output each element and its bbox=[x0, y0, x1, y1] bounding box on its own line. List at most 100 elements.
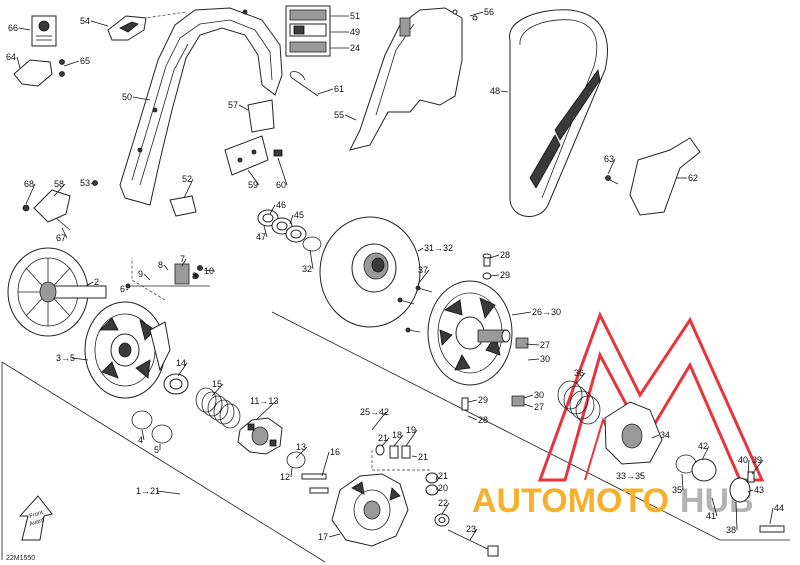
leader-line bbox=[238, 104, 249, 111]
leader-line bbox=[435, 475, 438, 481]
leader-line bbox=[711, 497, 718, 517]
callout-59: 59 bbox=[248, 180, 258, 190]
leader-line bbox=[467, 399, 478, 403]
bolt bbox=[273, 149, 283, 157]
callout-11: 11→13 bbox=[250, 396, 278, 406]
callout-61: 61 bbox=[334, 84, 344, 94]
leader-line bbox=[575, 372, 586, 385]
retaining-pin bbox=[289, 71, 319, 97]
callout-3: 3→5 bbox=[56, 353, 75, 363]
leader-line bbox=[417, 247, 424, 252]
callout-1: 1→21 bbox=[136, 486, 160, 496]
dashed-guide bbox=[371, 450, 430, 471]
nut bbox=[59, 71, 65, 77]
outer-cover bbox=[349, 7, 478, 151]
ring-4 bbox=[131, 410, 153, 430]
leader-line bbox=[523, 394, 534, 399]
warning-decal bbox=[31, 15, 57, 47]
callout-62: 62 bbox=[688, 173, 698, 183]
leader-lines bbox=[16, 11, 774, 541]
leader-line bbox=[295, 446, 308, 459]
callout-38: 38 bbox=[726, 525, 736, 535]
callout-19: 19 bbox=[406, 425, 416, 435]
callout-32: 32 bbox=[302, 264, 312, 274]
leader-line bbox=[747, 459, 750, 477]
retaining-ring bbox=[302, 236, 322, 252]
callout-49: 49 bbox=[350, 27, 360, 37]
leader-line bbox=[125, 288, 129, 291]
front-label: Front bbox=[29, 510, 44, 520]
callout-44: 44 bbox=[774, 503, 784, 513]
leader-line bbox=[181, 258, 187, 267]
callout-41: 41 bbox=[706, 511, 716, 521]
pivot-rod bbox=[125, 263, 210, 289]
washer bbox=[22, 204, 30, 212]
warning-label-box bbox=[285, 5, 331, 57]
callout-47: 47 bbox=[256, 232, 266, 242]
screw-shaft bbox=[55, 217, 71, 231]
leader-line bbox=[53, 183, 66, 197]
leader-line bbox=[525, 343, 540, 346]
callout-58: 58 bbox=[54, 179, 64, 189]
callout-40: 40 bbox=[738, 455, 748, 465]
ring-12 bbox=[286, 451, 306, 469]
callout-60: 60 bbox=[276, 180, 286, 190]
callout-48: 48 bbox=[490, 86, 500, 96]
bearing-38 bbox=[729, 477, 751, 503]
driven-spring bbox=[557, 380, 601, 425]
callout-36: 36 bbox=[574, 368, 584, 378]
sheave-screws bbox=[397, 285, 433, 333]
belt-guard-bracket bbox=[629, 137, 701, 216]
callout-30b: 30 bbox=[534, 390, 544, 400]
bolt-23 bbox=[447, 529, 495, 553]
leader-line bbox=[511, 311, 532, 316]
callout-26: 26→30 bbox=[532, 307, 561, 317]
callout-21b: 21 bbox=[418, 452, 428, 462]
leader-line bbox=[371, 411, 387, 431]
callout-54: 54 bbox=[80, 16, 90, 26]
driven-movable-sheave bbox=[427, 280, 513, 386]
leader-line bbox=[255, 400, 277, 421]
leader-line bbox=[63, 60, 80, 67]
leader-line bbox=[417, 269, 430, 285]
callout-16: 16 bbox=[330, 447, 340, 457]
driven-pulley-frame bbox=[271, 311, 790, 541]
drive-fixed-sheave bbox=[7, 247, 107, 337]
guard-clip bbox=[169, 195, 197, 217]
callout-2: 2 bbox=[94, 277, 99, 287]
washer-42 bbox=[691, 458, 717, 482]
callout-65: 65 bbox=[80, 56, 90, 66]
leader-line bbox=[143, 273, 151, 281]
callout-8a: 8 bbox=[158, 260, 163, 270]
callout-51: 51 bbox=[350, 11, 360, 21]
callout-7: 7 bbox=[180, 254, 185, 264]
callout-9: 9 bbox=[138, 269, 143, 279]
leader-line bbox=[263, 225, 268, 238]
leader-line bbox=[381, 437, 390, 447]
leader-line bbox=[269, 204, 276, 215]
leader-line bbox=[289, 214, 294, 225]
leader-line bbox=[317, 88, 334, 95]
leader-line bbox=[71, 357, 89, 361]
leader-line bbox=[132, 96, 151, 101]
callout-45: 45 bbox=[294, 210, 304, 220]
leader-line bbox=[405, 429, 418, 447]
drive-spring bbox=[195, 387, 241, 429]
callout-28b: 28 bbox=[478, 415, 488, 425]
drive-pulley-frame bbox=[1, 361, 326, 563]
callout-14: 14 bbox=[176, 358, 186, 368]
leader-line bbox=[489, 254, 500, 259]
callout-6: 6 bbox=[120, 284, 125, 294]
spider-assembly bbox=[237, 417, 283, 455]
bolt-44 bbox=[759, 525, 785, 533]
callout-63: 63 bbox=[604, 154, 614, 164]
diagram-code: 22M1550 bbox=[6, 555, 35, 562]
leader-line bbox=[500, 90, 509, 93]
callout-50: 50 bbox=[122, 92, 132, 102]
callout-30a: 30 bbox=[540, 354, 550, 364]
callout-25: 25→42 bbox=[360, 407, 389, 417]
callout-37: 37 bbox=[418, 265, 428, 275]
leader-line bbox=[25, 183, 36, 205]
